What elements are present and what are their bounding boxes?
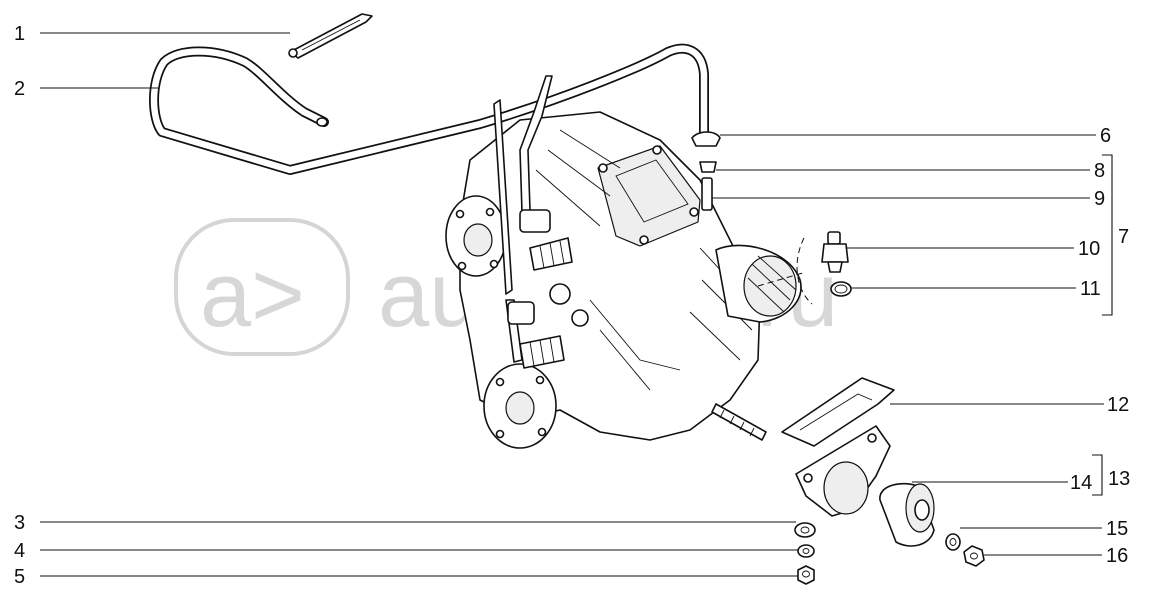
part-14-bushing xyxy=(879,482,935,547)
callout-6: 6 xyxy=(1100,125,1111,147)
part-16-nut xyxy=(963,545,985,567)
part-15-spring-washer xyxy=(945,533,961,551)
callout-9: 9 xyxy=(1094,188,1105,210)
callout-7: 7 xyxy=(1118,226,1129,248)
callout-8: 8 xyxy=(1094,160,1105,182)
callout-labels: 1 2 3 4 5 6 7 8 9 10 11 12 13 14 15 16 xyxy=(14,23,1130,588)
watermark-logo: a> xyxy=(200,244,305,346)
watermark-logo-frame xyxy=(174,218,350,356)
part-8-cap xyxy=(699,161,717,173)
callout-14: 14 xyxy=(1070,472,1092,494)
callout-4: 4 xyxy=(14,540,25,562)
part-13-support xyxy=(795,425,891,517)
callout-2: 2 xyxy=(14,78,25,100)
callout-15: 15 xyxy=(1106,518,1128,540)
callout-16: 16 xyxy=(1106,545,1128,567)
part-3-washer xyxy=(794,522,816,538)
callout-3: 3 xyxy=(14,512,25,534)
part-6-clip xyxy=(691,131,721,147)
part-2-hose xyxy=(149,43,709,175)
part-5-nut xyxy=(797,565,815,585)
part-1-cable-tie xyxy=(288,13,373,59)
part-11-seal-ring xyxy=(830,281,852,297)
leader-lines xyxy=(40,32,1113,577)
transfer-case xyxy=(445,75,813,449)
part-9-tube xyxy=(701,177,713,211)
callout-1: 1 xyxy=(14,23,25,45)
part-10-sensor xyxy=(821,231,849,273)
part-12-plate xyxy=(781,377,895,447)
callout-11: 11 xyxy=(1080,278,1101,300)
callout-13: 13 xyxy=(1108,468,1130,490)
callout-10: 10 xyxy=(1078,238,1100,260)
callout-5: 5 xyxy=(14,566,25,588)
callout-12: 12 xyxy=(1107,394,1129,416)
part-4-spring-washer xyxy=(797,544,815,558)
